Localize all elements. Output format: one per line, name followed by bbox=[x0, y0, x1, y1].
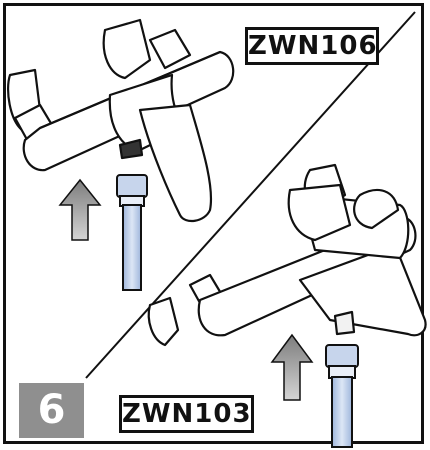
model-label-bottom: ZWN103 bbox=[119, 395, 254, 433]
faucet-bottom bbox=[147, 163, 427, 347]
hose-top bbox=[116, 174, 148, 291]
panel-divider bbox=[85, 11, 416, 379]
faucet-top bbox=[6, 18, 235, 223]
model-label-top: ZWN106 bbox=[245, 27, 379, 65]
up-arrow-icon bbox=[58, 178, 102, 241]
up-arrow-icon bbox=[270, 333, 314, 401]
step-number-badge: 6 bbox=[19, 383, 84, 438]
hose-bottom bbox=[325, 344, 359, 448]
